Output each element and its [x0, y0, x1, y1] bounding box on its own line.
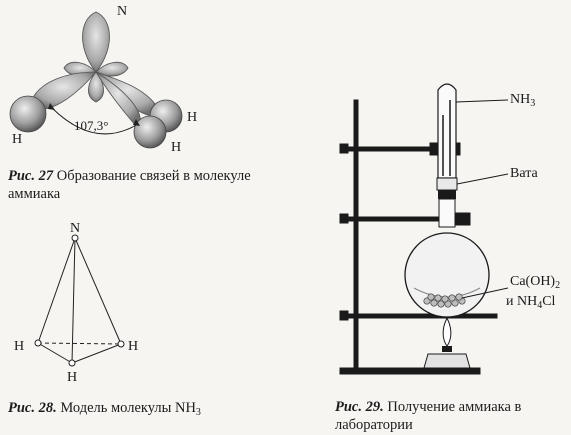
leader-nh3 — [455, 99, 509, 103]
pyramid-n-label: N — [70, 221, 81, 236]
bond-angle-label: 107,3° — [74, 118, 109, 133]
stand-base — [339, 367, 481, 375]
leader-wool — [456, 173, 509, 185]
label-reagent-1-text: Ca(OH) — [510, 274, 556, 289]
label-reagent-1-sub: 2 — [555, 280, 561, 291]
figure-28-pyramid — [34, 234, 125, 367]
figure-28-caption: Рис. 28. Модель молекулы NH3 — [8, 399, 298, 422]
vertex-h-right — [117, 340, 125, 348]
leader-reagent — [461, 287, 509, 299]
vertex-h-left — [34, 339, 42, 347]
h-sphere-left — [9, 95, 47, 133]
spirit-lamp — [423, 353, 471, 369]
label-wool: Вата — [510, 166, 538, 181]
clamp-arm-bottom — [341, 313, 498, 319]
collecting-tube — [437, 83, 457, 179]
lone-pair-lobe — [82, 11, 110, 73]
label-reagent-2: и NH4Cl — [506, 294, 555, 311]
atom-h-label-front: H — [171, 140, 182, 155]
vertex-h-bottom — [68, 359, 76, 367]
burner-flame — [442, 316, 452, 347]
caption-text: Получение аммиака в лаборатории — [335, 399, 522, 433]
label-gas-text: NH — [510, 92, 531, 107]
reagent-granules — [423, 293, 466, 308]
label-reagent-2-sub: 4 — [537, 300, 543, 311]
atom-h-label-right: H — [187, 110, 198, 125]
atom-h-label-left: H — [12, 132, 23, 147]
figure-27-orbitals — [9, 11, 183, 149]
label-reagent-1: Ca(OH)2 — [510, 274, 560, 291]
label-gas-sub: 3 — [530, 98, 536, 109]
clamp-arm-top — [341, 146, 443, 152]
caption-text: Модель молекулы NH — [56, 400, 196, 416]
pyramid-h-right-label: H — [128, 339, 139, 354]
figure-27-caption: Рис. 27 Образование связей в молекуле ам… — [8, 167, 298, 203]
label-gas: NH3 — [510, 92, 535, 109]
caption-text: Образование связей в молекуле аммиака — [8, 168, 251, 202]
pyramid-h-bottom-label: H — [67, 370, 78, 385]
cotton-wool — [436, 177, 458, 191]
stand-rod — [353, 99, 359, 371]
atom-n-label: N — [117, 4, 128, 19]
caption-number: Рис. 28. — [8, 400, 57, 416]
h-sphere-front — [133, 115, 167, 149]
figure-29-apparatus — [339, 83, 509, 375]
vertex-n — [71, 234, 79, 242]
caption-number: Рис. 27 — [8, 168, 54, 184]
caption-number: Рис. 29. — [335, 399, 384, 415]
figure-29-caption: Рис. 29. Получение аммиака в лаборатории — [335, 398, 560, 434]
caption-subscript: 3 — [195, 407, 201, 418]
bond-angle-arc — [51, 107, 139, 135]
label-reagent-2-pre: и NH — [506, 294, 538, 309]
label-reagent-2-post: Cl — [542, 294, 556, 309]
pyramid-h-left-label: H — [14, 339, 25, 354]
